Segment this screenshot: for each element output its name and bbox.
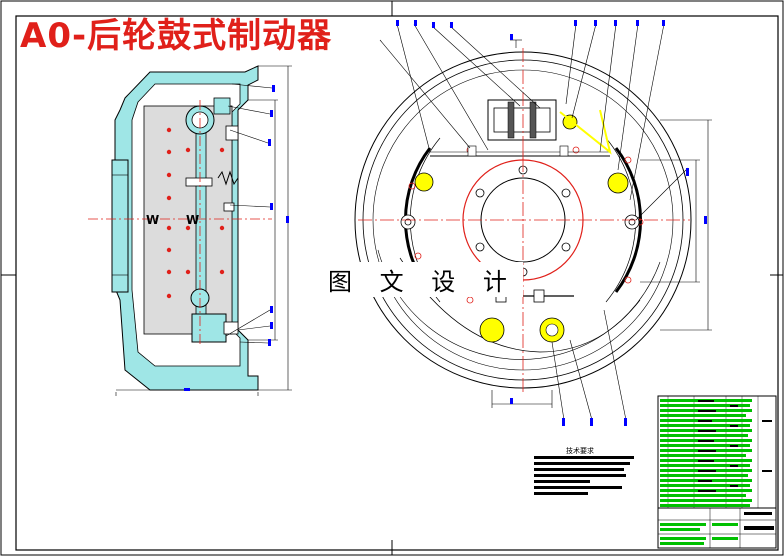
front-dimensions — [491, 39, 712, 408]
section-label-w-left: W — [146, 213, 159, 227]
front-callout-markers — [396, 20, 707, 426]
hub-left-block — [111, 159, 129, 293]
highlighted-pins — [414, 114, 629, 343]
inner-frame — [15, 15, 779, 551]
notes-block — [534, 456, 634, 495]
parts-list — [657, 395, 777, 509]
watermark-text: 图 文 设 计 — [322, 262, 523, 297]
spring-top — [217, 170, 239, 186]
drawing-title: A0-后轮鼓式制动器 — [20, 16, 333, 56]
adjuster-bolts — [400, 214, 640, 230]
section-label-w-right: W — [186, 213, 199, 227]
front-view — [354, 20, 712, 426]
section-leaders — [225, 83, 273, 344]
title-block — [657, 507, 777, 549]
hub-bolt-holes — [475, 165, 571, 277]
front-leaders — [379, 23, 689, 421]
rivet-marks — [166, 127, 225, 299]
section-view: W W — [88, 65, 292, 396]
anchor-block — [191, 313, 227, 343]
notes-title: 技术要求 — [566, 447, 594, 455]
backing-plate — [143, 105, 233, 335]
section-callout-markers — [184, 85, 289, 391]
